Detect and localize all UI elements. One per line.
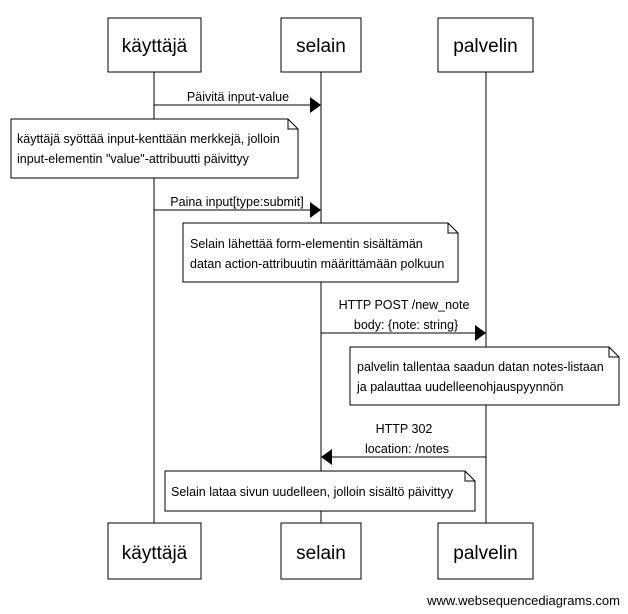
message-2: Paina input[type:submit]	[154, 195, 321, 218]
note-2-line-1: Selain lähettää form-elementin sisältämä…	[190, 237, 423, 251]
note-3-line-2: ja palauttaa uudelleenohjauspyynnön	[356, 380, 563, 394]
arrowhead-right	[310, 202, 321, 218]
actor-browser-bottom-label: selain	[296, 543, 346, 564]
arrowhead-right	[475, 325, 486, 341]
actor-user-top-label: käyttäjä	[122, 36, 188, 57]
actor-user-bottom-label: käyttäjä	[122, 543, 188, 564]
message-3-label-line-2: body: {note: string}	[354, 318, 458, 332]
message-4-label-line-2: location: /notes	[365, 442, 449, 456]
note-4-line-1: Selain lataa sivun uudelleen, jolloin si…	[171, 485, 454, 499]
actor-server-bottom: palvelin	[437, 522, 534, 580]
actor-browser-bottom: selain	[280, 522, 362, 580]
actor-server-top-label: palvelin	[453, 36, 517, 57]
note-1-line-1: käyttäjä syöttää input-kenttään merkkejä…	[17, 132, 280, 146]
footer-watermark: www.websequencediagrams.com	[427, 593, 620, 608]
note-4: Selain lataa sivun uudelleen, jolloin si…	[164, 470, 476, 512]
message-4: HTTP 302 location: /notes	[321, 422, 486, 465]
note-1-line-2: input-elementin "value"-attribuutti päiv…	[17, 152, 250, 166]
message-3: HTTP POST /new_note body: {note: string}	[321, 298, 486, 341]
arrowhead-right	[310, 97, 321, 113]
actor-browser-top: selain	[280, 17, 362, 73]
message-2-label: Paina input[type:submit]	[170, 195, 303, 209]
note-3: palvelin tallentaa saadun datan notes-li…	[349, 346, 620, 406]
actor-browser-top-label: selain	[296, 36, 346, 57]
message-3-label-line-1: HTTP POST /new_note	[339, 298, 470, 312]
message-4-label-line-1: HTTP 302	[376, 422, 433, 436]
note-2: Selain lähettää form-elementin sisältämä…	[182, 222, 459, 283]
note-2-line-2: datan action-attribuutin määrittämään po…	[190, 257, 444, 271]
note-3-line-1: palvelin tallentaa saadun datan notes-li…	[357, 360, 604, 374]
actor-user-bottom: käyttäjä	[107, 522, 202, 580]
message-1: Päivitä input-value	[154, 90, 321, 113]
note-1: käyttäjä syöttää input-kenttään merkkejä…	[10, 118, 299, 179]
actor-server-top: palvelin	[437, 17, 534, 73]
message-1-label: Päivitä input-value	[187, 90, 289, 104]
actor-user-top: käyttäjä	[107, 17, 202, 73]
actor-server-bottom-label: palvelin	[453, 543, 517, 564]
arrowhead-left	[321, 449, 332, 465]
